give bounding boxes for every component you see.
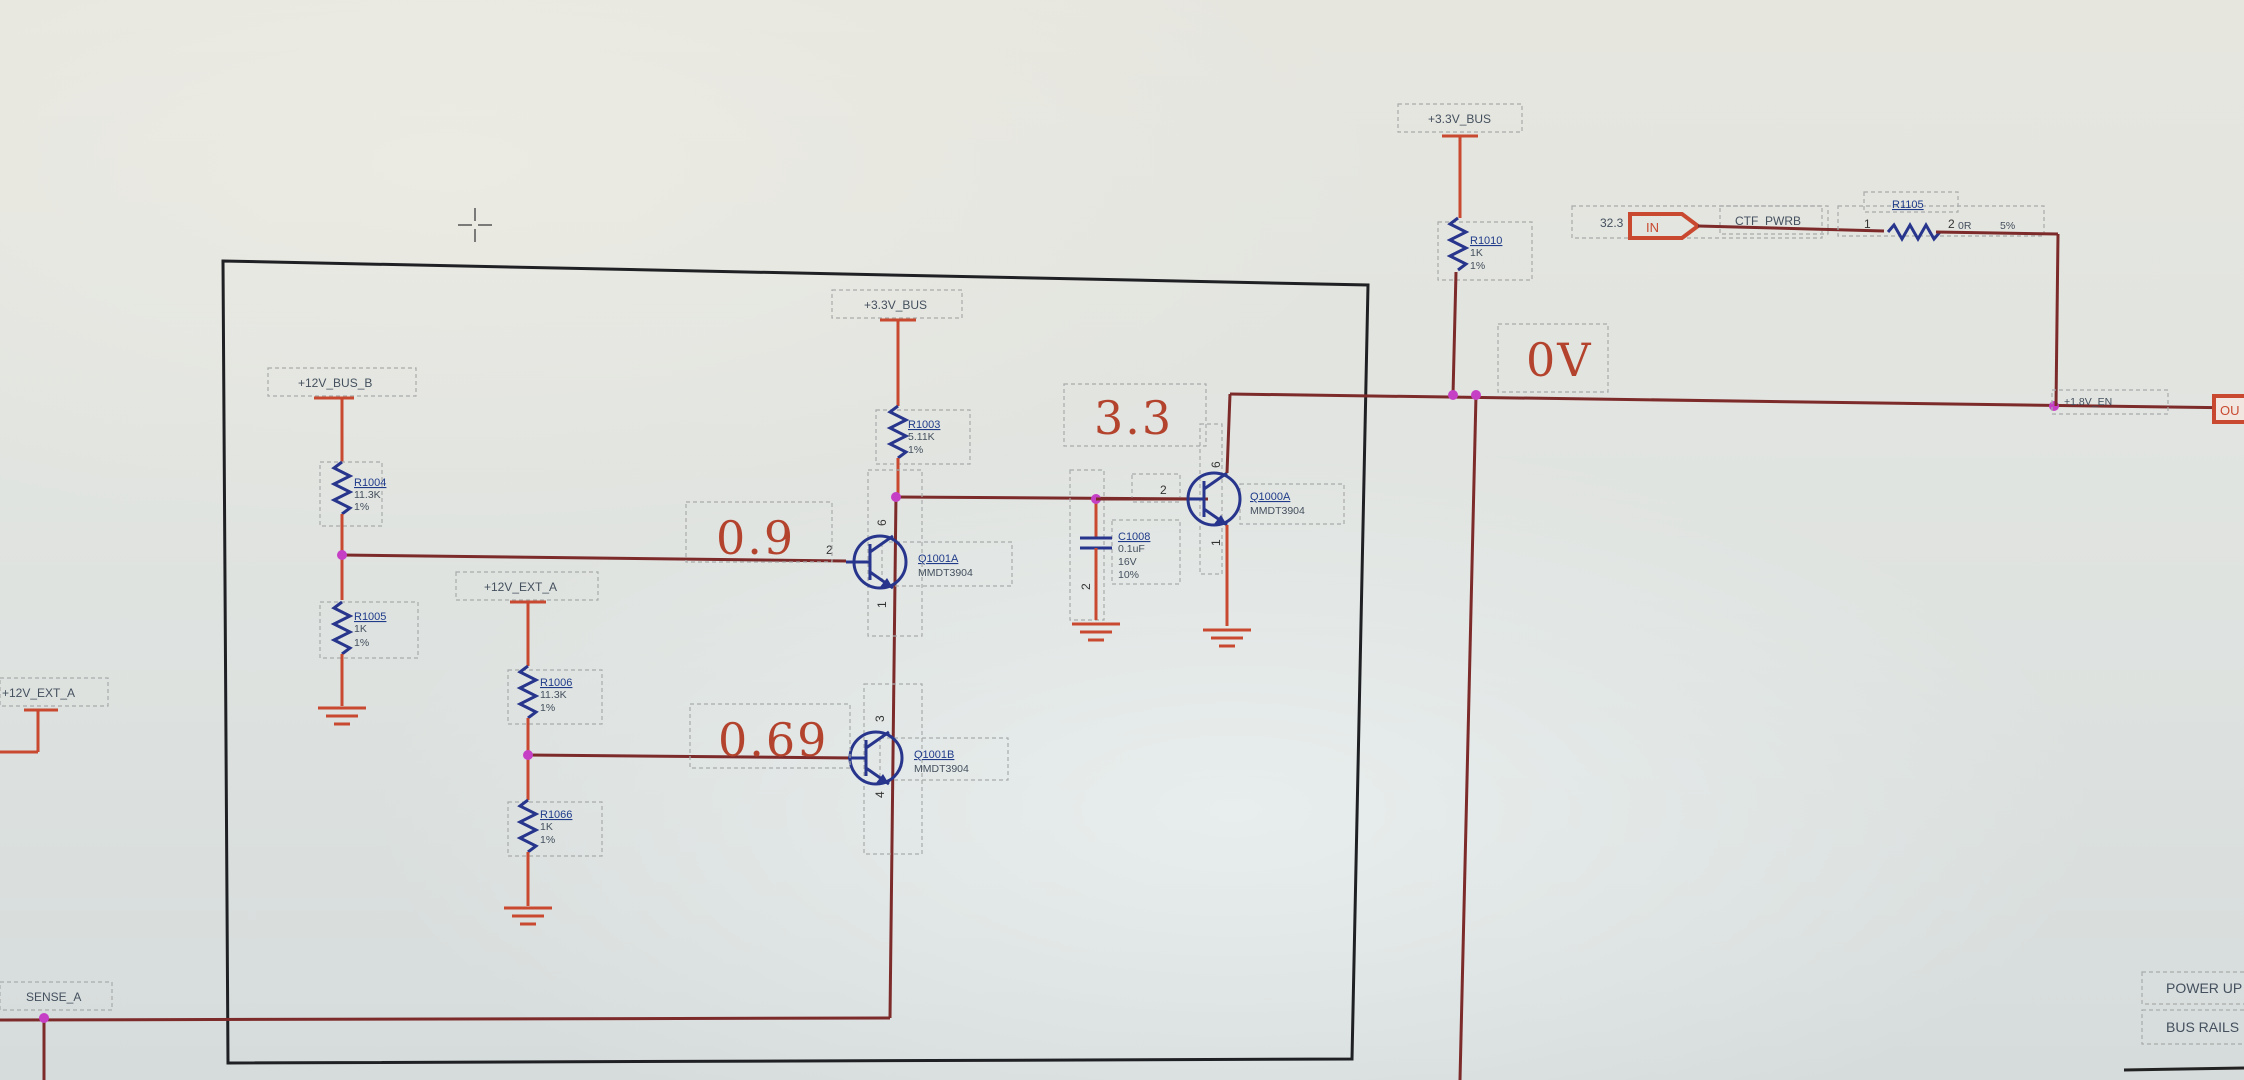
voltage-annotations: 0.9 0.69 3.3 0V bbox=[685, 323, 1609, 769]
svg-text:3: 3 bbox=[873, 715, 887, 722]
sheet-block-border bbox=[221, 259, 1370, 1065]
left-edge-nets: +12V_EXT_A SENSE_A bbox=[0, 677, 113, 1080]
svg-text:0.1uF: 0.1uF bbox=[1118, 543, 1145, 555]
svg-text:R1066: R1066 bbox=[540, 809, 572, 821]
transistor-q1000a: 2 6 1 Q1000A MMDT3904 bbox=[1096, 393, 1345, 648]
svg-text:1K: 1K bbox=[540, 821, 553, 833]
net-label-1v8-en: +1.8V_EN bbox=[2064, 396, 2112, 408]
svg-text:11.3K: 11.3K bbox=[354, 489, 381, 501]
svg-text:10%: 10% bbox=[1118, 569, 1139, 581]
net-label-3v3-top: +3.3V_BUS bbox=[1428, 112, 1491, 126]
svg-text:1: 1 bbox=[875, 601, 889, 608]
svg-text:R1105: R1105 bbox=[1892, 199, 1924, 211]
net-label-12v-bus-b: +12V_BUS_B bbox=[298, 376, 372, 390]
out-port-label: OU bbox=[2220, 403, 2240, 418]
voltage-q1001a: 0.9 bbox=[716, 511, 795, 565]
transistor-q1001a: 2 6 1 Q1001A MMDT3904 bbox=[826, 469, 1013, 637]
r1004-ref: R1004 bbox=[354, 477, 386, 489]
svg-text:2: 2 bbox=[1948, 217, 1955, 231]
pullup-r1003: +3.3V_BUS R1003 5.11K 1% bbox=[0, 289, 1209, 1022]
svg-text:1: 1 bbox=[1209, 539, 1223, 546]
divider-12v-ext-a: +12V_EXT_A R1006 11.3K 1% R1066 1K 1% bbox=[455, 571, 855, 926]
svg-text:Q1001B: Q1001B bbox=[914, 749, 954, 761]
net-label-ctf-pwrb: CTF_PWRB bbox=[1735, 214, 1801, 228]
in-port-label: IN bbox=[1646, 220, 1659, 235]
svg-text:1%: 1% bbox=[540, 834, 555, 846]
svg-text:C1008: C1008 bbox=[1118, 531, 1150, 543]
resistor-r1006-zigzag bbox=[516, 664, 540, 720]
svg-text:MMDT3904: MMDT3904 bbox=[914, 763, 969, 775]
resistor-r1066-zigzag bbox=[516, 798, 540, 854]
svg-text:11.3K: 11.3K bbox=[540, 689, 567, 701]
ground-symbol-icon bbox=[504, 906, 552, 926]
svg-text:1K: 1K bbox=[354, 623, 367, 635]
svg-text:16V: 16V bbox=[1118, 556, 1137, 568]
svg-text:6: 6 bbox=[1209, 461, 1223, 468]
net-label-sense-a: SENSE_A bbox=[26, 990, 81, 1004]
svg-text:1%: 1% bbox=[540, 702, 555, 714]
svg-text:5%: 5% bbox=[2000, 220, 2015, 232]
svg-text:6: 6 bbox=[875, 519, 889, 526]
divider-12v-bus-b: +12V_BUS_B R1004 11.3K 1% R1005 1K 1% bbox=[267, 367, 847, 726]
voltage-node: 0V bbox=[1526, 333, 1593, 387]
svg-text:R1006: R1006 bbox=[540, 677, 572, 689]
svg-text:1%: 1% bbox=[354, 501, 369, 513]
bus-rails-label: BUS RAILS bbox=[2166, 1019, 2239, 1035]
resistor-r1005-zigzag bbox=[330, 600, 354, 656]
svg-text:1%: 1% bbox=[908, 444, 923, 456]
svg-text:5.11K: 5.11K bbox=[908, 431, 935, 443]
pullup-r1010: +3.3V_BUS R1010 1K 1% bbox=[1397, 103, 1533, 396]
net-label-12v-ext-a-left: +12V_EXT_A bbox=[2, 686, 75, 700]
input-value: 32.3 bbox=[1600, 216, 1624, 230]
svg-text:4: 4 bbox=[873, 791, 887, 798]
cursor-crosshair-icon bbox=[458, 208, 492, 242]
svg-text:1%: 1% bbox=[1470, 260, 1485, 272]
resistor-r1003-zigzag bbox=[886, 404, 910, 460]
svg-text:MMDT3904: MMDT3904 bbox=[1250, 505, 1305, 517]
transistor-q1001b: 3 4 Q1001B MMDT3904 bbox=[848, 683, 1009, 855]
voltage-q1000a: 3.3 bbox=[1094, 391, 1173, 445]
svg-text:R1010: R1010 bbox=[1470, 235, 1502, 247]
svg-text:1%: 1% bbox=[354, 637, 369, 649]
resistor-r1010-zigzag bbox=[1446, 216, 1470, 272]
ground-symbol-icon bbox=[1203, 628, 1251, 648]
side-labels: POWER UP BUS RAILS bbox=[2123, 971, 2244, 1072]
ground-symbol-icon bbox=[318, 706, 366, 726]
ground-symbol-icon bbox=[1072, 622, 1120, 642]
svg-text:R1005: R1005 bbox=[354, 611, 386, 623]
net-label-3v3-inner: +3.3V_BUS bbox=[864, 298, 927, 312]
net-label-12v-ext-a: +12V_EXT_A bbox=[484, 580, 557, 594]
svg-text:R1003: R1003 bbox=[908, 419, 940, 431]
power-up-label: POWER UP bbox=[2166, 980, 2242, 996]
svg-text:0R: 0R bbox=[1958, 220, 1972, 232]
enable-input-path: 32.3 IN CTF_PWRB R1105 1 2 0R 5% +1.8V_E… bbox=[1571, 191, 2244, 424]
voltage-q1001b: 0.69 bbox=[718, 713, 828, 767]
svg-text:Q1001A: Q1001A bbox=[918, 553, 959, 565]
resistor-r1004-zigzag bbox=[330, 460, 354, 516]
svg-text:2: 2 bbox=[826, 543, 833, 557]
resistor-r1105-zigzag bbox=[1886, 221, 1942, 243]
svg-text:1: 1 bbox=[1864, 217, 1871, 231]
svg-text:2: 2 bbox=[1079, 583, 1093, 590]
svg-text:1K: 1K bbox=[1470, 247, 1483, 259]
svg-text:Q1000A: Q1000A bbox=[1250, 491, 1291, 503]
svg-text:2: 2 bbox=[1160, 483, 1167, 497]
svg-text:MMDT3904: MMDT3904 bbox=[918, 567, 973, 579]
